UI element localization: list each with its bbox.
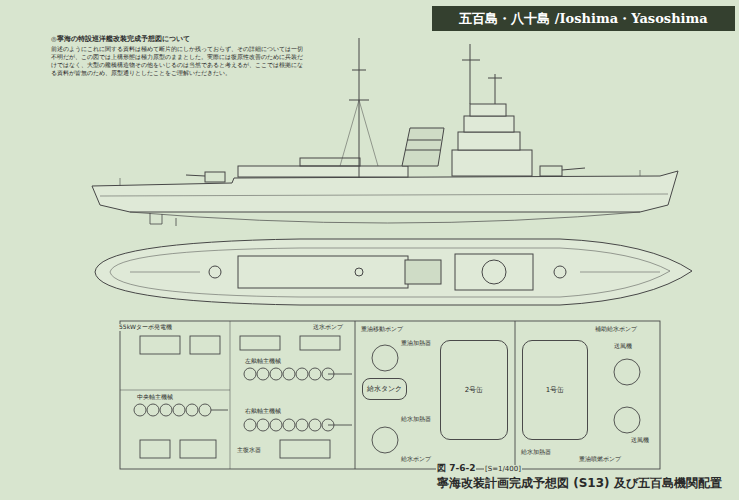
figure-number: 図 7-6-2: [436, 463, 476, 473]
machinery-label: 送風機: [613, 343, 633, 350]
boiler-box: 1号缶: [522, 340, 588, 440]
figure-caption: 寧海改装計画完成予想図 (S13) 及び五百島機関配置: [436, 477, 723, 491]
feed-tank: 給水タンク: [362, 378, 407, 400]
centre-turbines: [134, 404, 228, 416]
machinery-label: 主復水器: [236, 447, 262, 454]
note-body: 前述のようにこれに関する資料は極めて断片的にしか残っておらず、その詳細については…: [50, 45, 307, 77]
starboard-turbines: [244, 419, 352, 431]
title-text: 五百島・八十島 /Ioshima・Yasoshima: [459, 10, 708, 28]
machinery-label: 給水加熱器: [400, 416, 432, 423]
machinery-label: 送風機: [630, 437, 650, 444]
title-bar: 五百島・八十島 /Ioshima・Yasoshima: [432, 6, 735, 31]
machinery-label: 送水ポンプ: [312, 324, 344, 331]
port-turbines: [244, 368, 352, 380]
machinery-label: 重油噴燃ポンプ: [578, 456, 622, 463]
machinery-label: 補助給水ポンプ: [594, 326, 638, 333]
node-text: 1号缶: [546, 385, 564, 395]
note-heading: ◎寧海の特設巡洋艦改装完成予想図について: [50, 36, 191, 43]
machinery-plan: [120, 321, 660, 469]
node-text: 給水タンク: [367, 384, 402, 394]
machinery-label: 右舷軸主機械: [244, 408, 282, 415]
machinery-label: 給水ポンプ: [400, 456, 432, 463]
machinery-label: 給水加熱器: [520, 449, 552, 456]
scale-note: [S=1/400]: [484, 465, 522, 473]
machinery-label: 重油加熱器: [400, 340, 432, 347]
machinery-label: 左舷軸主機械: [244, 358, 282, 365]
machinery-label: 中央軸主機械: [136, 394, 174, 401]
machinery-label: 55kWターボ発電機: [118, 324, 173, 331]
ship-plan: [95, 239, 692, 305]
machinery-label: 重油移動ポンプ: [360, 326, 404, 333]
boiler-box: 2号缶: [440, 340, 508, 440]
node-text: 2号缶: [465, 385, 483, 395]
